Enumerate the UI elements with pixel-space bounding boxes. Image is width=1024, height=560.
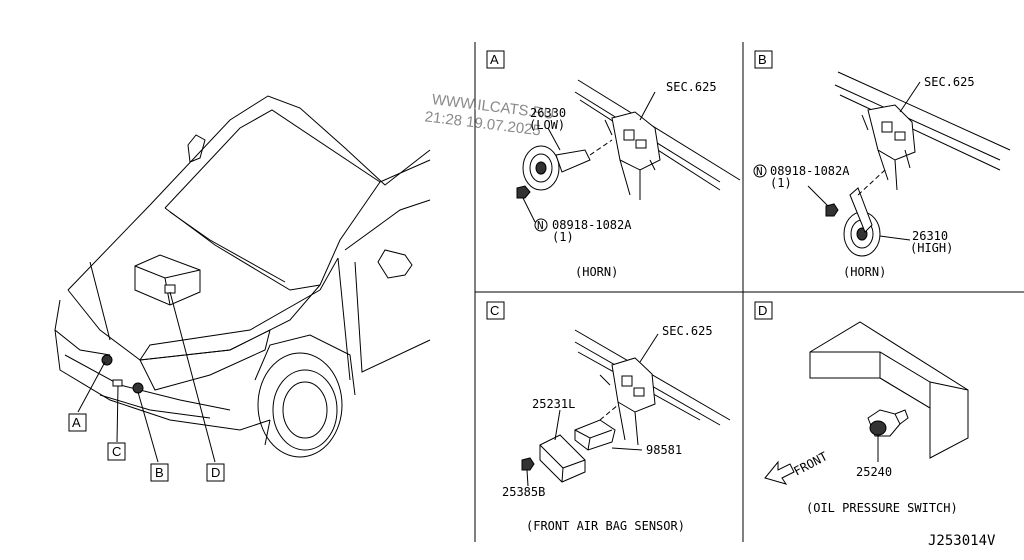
panel-a-part-number: 26330 [530, 106, 566, 120]
panel-c-sec-ref: SEC.625 [662, 324, 713, 338]
car-callout-b: B [150, 463, 169, 482]
panel-d-letter: D [758, 303, 767, 318]
panel-b-letter: B [758, 52, 767, 67]
panel-c: C SEC.625 25231L 98581 25385B (FRONT AIR… [486, 301, 731, 533]
car-callout-a-label: A [72, 415, 81, 430]
car-callout-c-label: C [112, 444, 121, 459]
panel-c-part-bracket: 25231L [532, 397, 575, 411]
panel-b-nut-ref: 08918-1082A [770, 164, 850, 178]
panel-a-sec-ref: SEC.625 [666, 80, 717, 94]
panel-b-part-note: (HIGH) [910, 241, 953, 255]
car-callout-d-label: D [211, 465, 220, 480]
panel-d-direction: FRONT [791, 449, 829, 478]
panel-b-part-number: 26310 [912, 229, 948, 243]
car-callout-d: D [206, 463, 225, 482]
car-callout-b-label: B [155, 465, 164, 480]
panel-c-part-nut: 25385B [502, 485, 545, 499]
panel-b-nut-symbol: N [756, 165, 763, 178]
diagram-code: J253014V [928, 533, 996, 549]
panel-c-letter: C [490, 303, 499, 318]
panel-a-nut-ref: 08918-1082A [552, 218, 632, 232]
car-callout-a: A [68, 413, 87, 432]
panel-c-part-sensor: 98581 [646, 443, 682, 457]
panel-b-caption: (HORN) [843, 265, 886, 279]
panel-b-nut-qty: (1) [770, 176, 792, 190]
panel-a-letter: A [490, 52, 499, 67]
panel-a-part-note: (LOW) [529, 118, 565, 132]
car-callout-c: C [107, 442, 126, 461]
panel-dividers [474, 42, 1024, 542]
panel-d-caption: (OIL PRESSURE SWITCH) [806, 501, 958, 515]
panel-a-nut-qty: (1) [552, 230, 574, 244]
panel-d-part-number: 25240 [856, 465, 892, 479]
car-illustration [54, 95, 431, 463]
panel-a-caption: (HORN) [575, 265, 618, 279]
panel-a-nut-symbol: N [537, 219, 544, 232]
panel-b-sec-ref: SEC.625 [924, 75, 975, 89]
panel-b: B SEC.625 N 08918-1082A (1) 26310 (HIGH)… [753, 50, 1011, 279]
panel-c-caption: (FRONT AIR BAG SENSOR) [526, 519, 685, 533]
panel-a: A SEC.625 26330 (LOW) N 08918-1082A (1) … [486, 50, 741, 279]
panel-d: D FRONT 25240 (OIL PRESSURE SWITCH) [754, 301, 969, 515]
